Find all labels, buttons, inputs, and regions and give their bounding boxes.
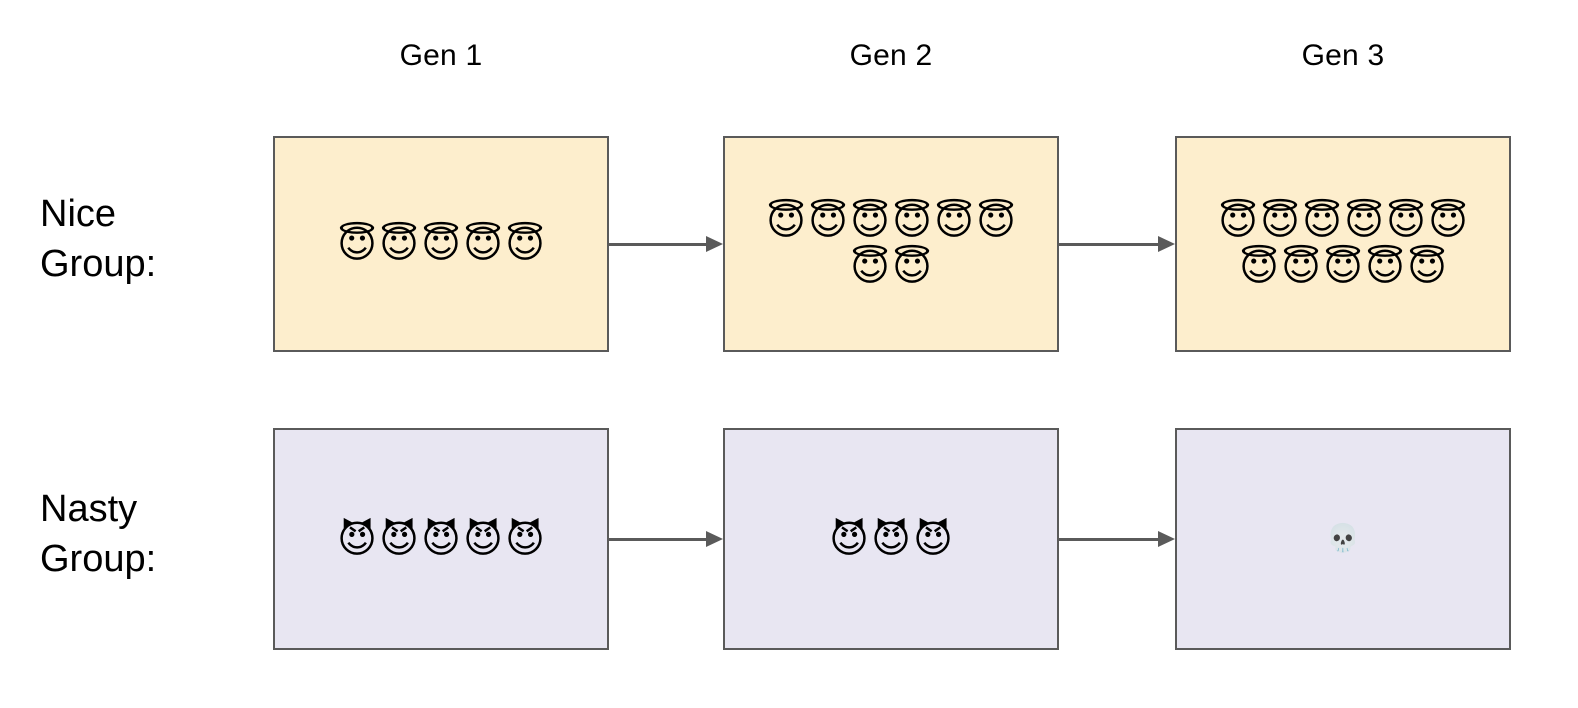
- emoji-row: 😇😇😇😇😇: [336, 221, 546, 267]
- emoji-row: 😇😇: [849, 244, 933, 290]
- angel-face-emoji: 😇: [463, 222, 503, 266]
- cell-nasty-gen2: 😈😈😈: [723, 428, 1059, 650]
- devil-face-emoji: 😈: [379, 517, 419, 561]
- skull-emoji: 💀: [1326, 523, 1360, 554]
- row-label-nasty-line1: Nasty: [40, 488, 138, 530]
- row-label-nice-line2: Group:: [40, 243, 157, 285]
- arrow-nasty-gen2-to-gen3: [1059, 528, 1175, 550]
- angel-face-emoji: 😇: [505, 222, 545, 266]
- arrow-nasty-gen1-to-gen2: [609, 528, 723, 550]
- devil-face-emoji: 😈: [421, 517, 461, 561]
- angel-face-emoji: 😇: [1281, 245, 1321, 289]
- angel-face-emoji: 😇: [421, 222, 461, 266]
- devil-face-emoji: 😈: [337, 517, 377, 561]
- gen-header-3: Gen 3: [1301, 39, 1385, 72]
- arrow-shaft: [609, 538, 709, 541]
- gen-header-2: Gen 2: [849, 39, 933, 72]
- emoji-row: 😇😇😇😇😇😇: [1217, 198, 1469, 244]
- emoji-group: 😈😈😈😈😈: [275, 516, 607, 562]
- gen-header-1: Gen 1: [399, 39, 483, 72]
- angel-face-emoji: 😇: [892, 199, 932, 243]
- emoji-group: 😈😈😈: [725, 516, 1057, 562]
- angel-face-emoji: 😇: [850, 245, 890, 289]
- cell-nasty-gen3: 💀: [1175, 428, 1511, 650]
- angel-face-emoji: 😇: [1428, 199, 1468, 243]
- row-label-nasty-line2: Group:: [40, 538, 157, 580]
- devil-face-emoji: 😈: [829, 517, 869, 561]
- angel-face-emoji: 😇: [1302, 199, 1342, 243]
- arrow-right-icon: [1158, 236, 1175, 252]
- row-label-nice-line1: Nice: [40, 193, 117, 235]
- angel-face-emoji: 😇: [379, 222, 419, 266]
- cell-nice-gen2: 😇😇😇😇😇😇😇😇: [723, 136, 1059, 352]
- arrow-right-icon: [1158, 531, 1175, 547]
- emoji-row: 💀: [1326, 519, 1360, 559]
- emoji-row: 😈😈😈: [828, 516, 954, 562]
- cell-nice-gen3: 😇😇😇😇😇😇😇😇😇😇😇: [1175, 136, 1511, 352]
- angel-face-emoji: 😇: [892, 245, 932, 289]
- angel-face-emoji: 😇: [1407, 245, 1447, 289]
- angel-face-emoji: 😇: [766, 199, 806, 243]
- angel-face-emoji: 😇: [1323, 245, 1363, 289]
- devil-face-emoji: 😈: [913, 517, 953, 561]
- angel-face-emoji: 😇: [337, 222, 377, 266]
- arrow-nice-gen1-to-gen2: [609, 233, 723, 255]
- row-label-nice-group: Nice Group:: [40, 189, 260, 289]
- devil-face-emoji: 😈: [871, 517, 911, 561]
- arrow-right-icon: [706, 531, 723, 547]
- angel-face-emoji: 😇: [976, 199, 1016, 243]
- angel-face-emoji: 😇: [1344, 199, 1384, 243]
- angel-face-emoji: 😇: [1386, 199, 1426, 243]
- emoji-row: 😇😇😇😇😇😇: [765, 198, 1017, 244]
- emoji-group: 💀: [1177, 519, 1509, 559]
- arrow-shaft: [609, 243, 709, 246]
- cell-nasty-gen1: 😈😈😈😈😈: [273, 428, 609, 650]
- cell-nice-gen1: 😇😇😇😇😇: [273, 136, 609, 352]
- row-label-nasty-group: Nasty Group:: [40, 484, 260, 584]
- arrow-nice-gen2-to-gen3: [1059, 233, 1175, 255]
- emoji-group: 😇😇😇😇😇: [275, 221, 607, 267]
- arrow-right-icon: [706, 236, 723, 252]
- angel-face-emoji: 😇: [934, 199, 974, 243]
- emoji-group: 😇😇😇😇😇😇😇😇: [725, 198, 1057, 290]
- angel-face-emoji: 😇: [808, 199, 848, 243]
- devil-face-emoji: 😈: [505, 517, 545, 561]
- angel-face-emoji: 😇: [1218, 199, 1258, 243]
- angel-face-emoji: 😇: [1260, 199, 1300, 243]
- angel-face-emoji: 😇: [850, 199, 890, 243]
- angel-face-emoji: 😇: [1365, 245, 1405, 289]
- emoji-group: 😇😇😇😇😇😇😇😇😇😇😇: [1177, 198, 1509, 290]
- arrow-shaft: [1059, 538, 1161, 541]
- emoji-row: 😇😇😇😇😇: [1238, 244, 1448, 290]
- angel-face-emoji: 😇: [1239, 245, 1279, 289]
- emoji-row: 😈😈😈😈😈: [336, 516, 546, 562]
- arrow-shaft: [1059, 243, 1161, 246]
- devil-face-emoji: 😈: [463, 517, 503, 561]
